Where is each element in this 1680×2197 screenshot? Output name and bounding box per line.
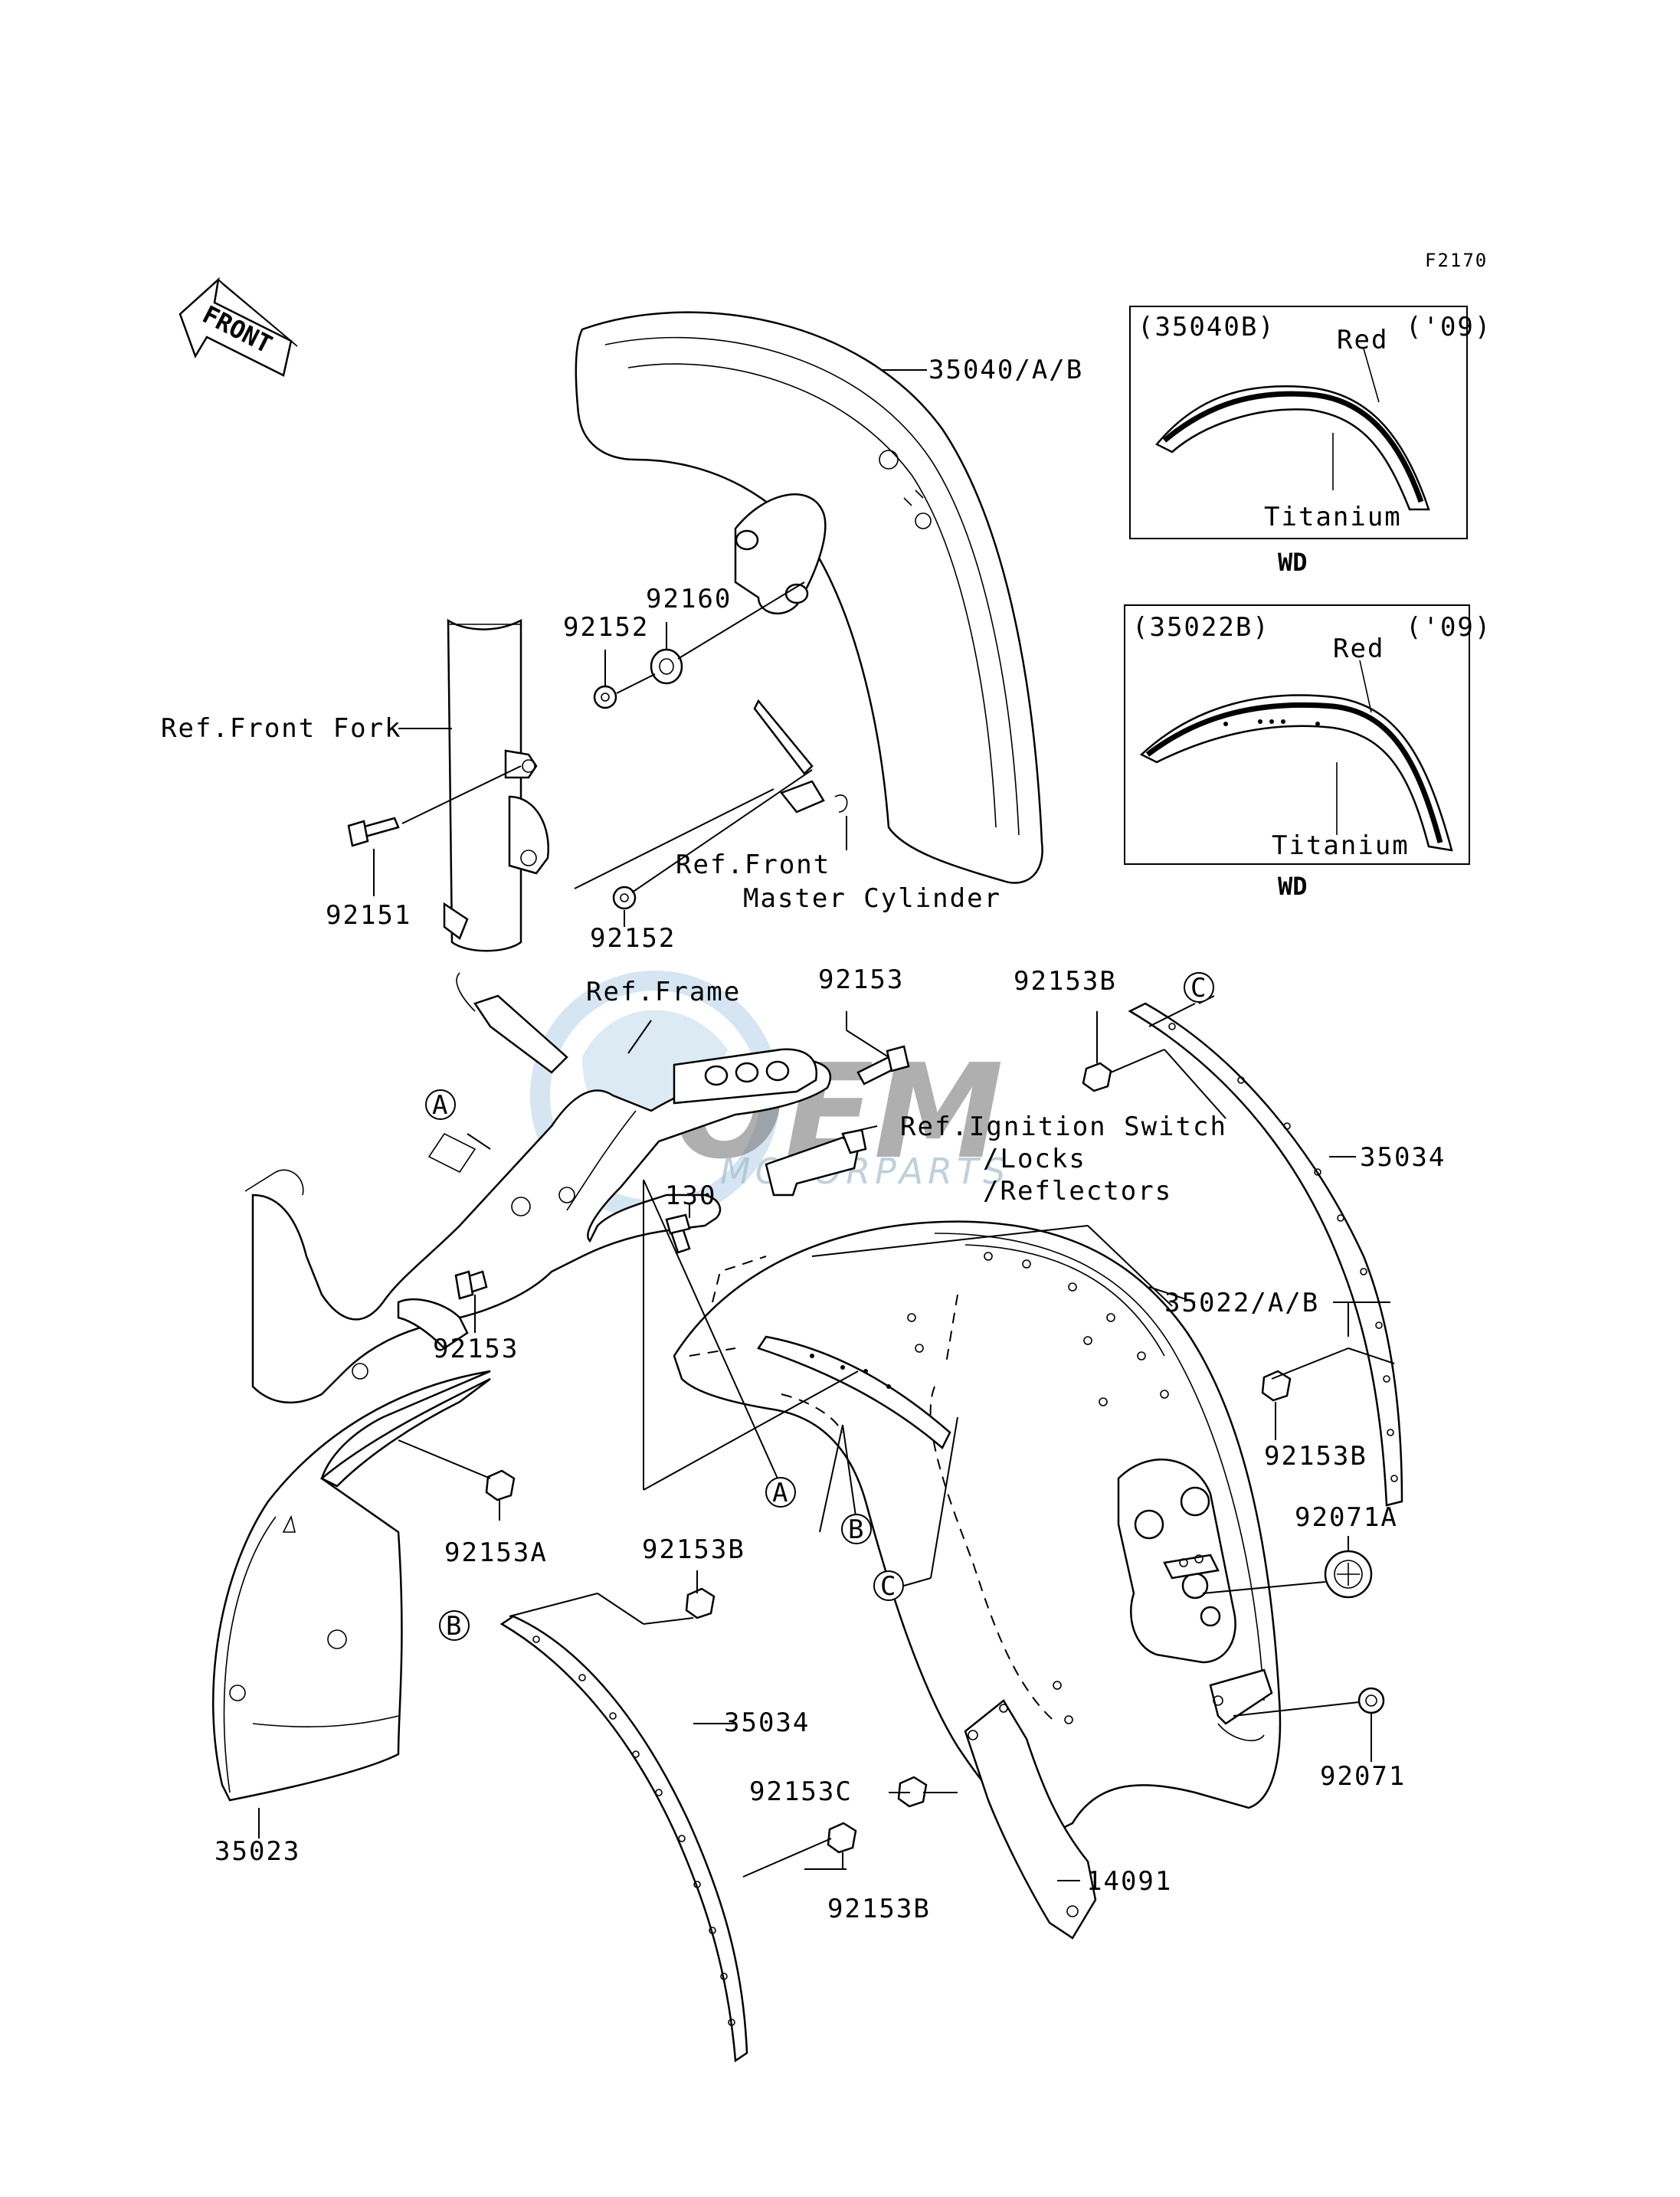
ignition-bracket <box>765 1128 867 1197</box>
ref-frame: Ref.Frame <box>586 977 741 1007</box>
svg-text:C: C <box>880 1571 897 1602</box>
svg-text:C: C <box>1190 973 1207 1004</box>
label-92153-left: 92153 <box>433 1334 519 1364</box>
nut-92153B-top <box>1082 1062 1112 1092</box>
label-92153B-right: 92153B <box>1264 1441 1367 1472</box>
grommet-92071A <box>1324 1550 1373 1599</box>
label-92153B-bot: 92153B <box>827 1894 931 1924</box>
inset1-color-bottom: Titanium <box>1264 502 1402 532</box>
svg-text:A: A <box>432 1090 449 1121</box>
watermark-sub: MOTORPARTS <box>720 1151 1010 1192</box>
bolt-92153-top <box>856 1045 910 1085</box>
ref-ignition-2: /Locks <box>983 1144 1086 1174</box>
hardware-92160 <box>650 648 683 685</box>
nut-92153C <box>897 1776 928 1808</box>
inset1-part: (35040B) <box>1138 312 1276 342</box>
svg-text:B: B <box>848 1514 865 1545</box>
label-35034-right: 35034 <box>1360 1142 1446 1173</box>
inset1-year: ('09) <box>1406 312 1492 342</box>
label-92153B-top: 92153B <box>1014 966 1117 997</box>
label-35040: 35040/A/B <box>928 355 1083 385</box>
callout-c-mid: C <box>873 1570 904 1602</box>
label-92151: 92151 <box>326 900 411 931</box>
svg-text:B: B <box>446 1611 463 1642</box>
callout-b-mid: B <box>841 1514 872 1545</box>
label-35034-left: 35034 <box>724 1708 810 1738</box>
bolt-130 <box>665 1213 691 1254</box>
inset1-color-top: Red <box>1337 325 1388 355</box>
ref-ignition-1: Ref.Ignition Switch <box>900 1112 1227 1142</box>
nut-92153A <box>485 1469 516 1501</box>
label-130: 130 <box>665 1180 716 1211</box>
ref-ignition-3: /Reflectors <box>983 1176 1172 1207</box>
front-arrow-icon: FRONT <box>178 277 298 377</box>
fender-rail-35034-right <box>1128 1002 1403 1507</box>
ref-front-master-1: Ref.Front <box>676 850 830 880</box>
hardware-92152-top <box>593 685 617 709</box>
label-92160: 92160 <box>646 584 732 614</box>
inset2-color-bottom: Titanium <box>1272 830 1410 861</box>
inset2-caption: WD <box>1278 872 1308 901</box>
inset1-caption: WD <box>1278 548 1308 577</box>
nut-92153B-mid <box>685 1587 716 1619</box>
label-92153B-mid: 92153B <box>642 1534 745 1565</box>
label-92153A: 92153A <box>444 1537 548 1568</box>
reference-labels: Ref.Front Fork Ref.Front Master Cylinder… <box>161 713 1227 1207</box>
rear-fender-35022 <box>673 1220 1282 1832</box>
ref-front-fork: Ref.Front Fork <box>161 713 402 744</box>
label-35022: 35022/A/B <box>1164 1288 1319 1318</box>
callout-c-top: C <box>1184 972 1214 1004</box>
inner-fender-35023 <box>212 1370 491 1802</box>
hardware-92152-bot <box>612 886 637 910</box>
callout-a-bottom: A <box>765 1477 796 1508</box>
label-35023: 35023 <box>215 1836 300 1867</box>
bolt-92153-left <box>454 1270 488 1300</box>
front-fork <box>443 618 550 952</box>
inset2-year: ('09) <box>1406 612 1492 643</box>
callout-a-top: A <box>425 1089 456 1121</box>
inset-35022b: (35022B) ('09) Red Titanium WD <box>1124 604 1492 901</box>
brake-hose-bracket <box>753 699 848 814</box>
part-labels: 35040/A/B 92160 92152 92151 92152 92153 … <box>215 355 1446 1924</box>
inset2-color-top: Red <box>1333 634 1384 664</box>
label-92071: 92071 <box>1320 1761 1406 1792</box>
washer-92071 <box>1357 1687 1385 1714</box>
fender-rail-35034-left <box>499 1615 748 2063</box>
inset-35040b: (35040B) ('09) Red Titanium WD <box>1129 306 1492 577</box>
label-92153-top: 92153 <box>818 964 904 995</box>
ref-front-master-2: Master Cylinder <box>743 883 1001 914</box>
inset2-part: (35022B) <box>1132 612 1270 643</box>
leader-lines-front <box>373 369 927 927</box>
nut-92153B-right <box>1261 1370 1292 1402</box>
chain-guard-14091 <box>964 1699 1097 1940</box>
frame <box>244 972 832 1404</box>
callout-b-left: B <box>439 1610 470 1642</box>
nut-92153B-bot <box>827 1822 857 1854</box>
figure-code: F2170 <box>1425 250 1488 271</box>
bolt-92151 <box>347 817 400 847</box>
label-92152-top: 92152 <box>563 612 649 643</box>
label-92152-bot: 92152 <box>590 923 676 954</box>
label-14091: 14091 <box>1086 1866 1172 1897</box>
label-92071A: 92071A <box>1295 1502 1398 1533</box>
label-92153C: 92153C <box>749 1776 853 1807</box>
svg-text:A: A <box>772 1478 789 1508</box>
